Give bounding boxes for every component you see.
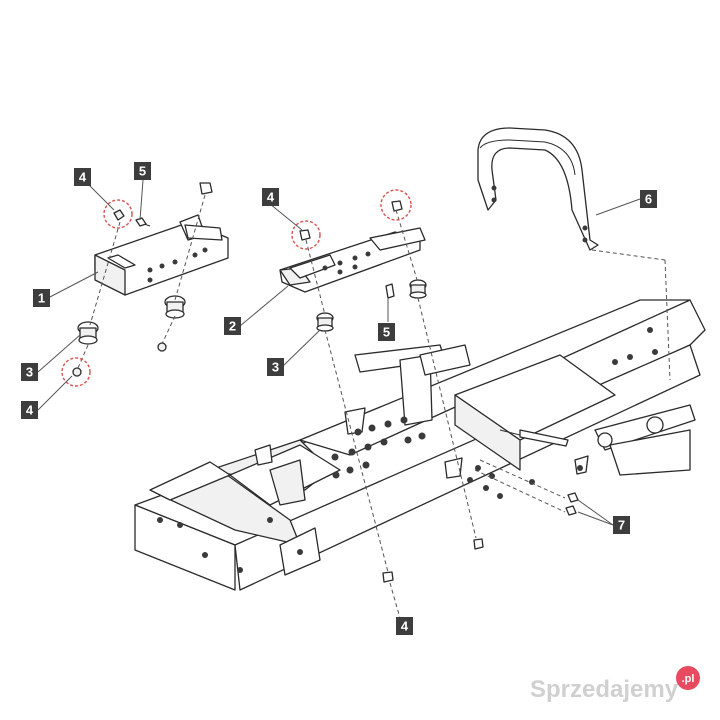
roll-bar-part-6 — [477, 127, 599, 251]
svg-text:7: 7 — [618, 518, 625, 533]
callout-label: 2 — [224, 317, 241, 335]
svg-text:.pl: .pl — [682, 673, 695, 685]
callout-label: 5 — [378, 323, 395, 341]
highlight-circle — [291, 220, 321, 250]
highlight-circles — [61, 189, 412, 387]
mount-left — [72, 182, 213, 377]
leader-lines — [37, 179, 641, 526]
svg-text:3: 3 — [26, 365, 33, 380]
callout-labels: 1 2 3 3 4 4 4 4 — [21, 162, 657, 635]
svg-text:4: 4 — [401, 619, 409, 634]
highlight-circle — [103, 199, 133, 229]
callout-label: 5 — [134, 162, 151, 180]
callout-label: 7 — [613, 516, 630, 534]
callout-label: 4 — [262, 188, 279, 206]
mount-middle — [299, 200, 579, 583]
callout-label: 1 — [33, 289, 50, 307]
callout-label: 4 — [396, 617, 413, 635]
watermark-logo: Sprzedajemy .pl — [530, 666, 700, 703]
svg-text:4: 4 — [79, 170, 87, 185]
highlight-circle — [61, 357, 91, 387]
svg-text:2: 2 — [229, 319, 236, 334]
svg-text:6: 6 — [645, 192, 652, 207]
svg-text:4: 4 — [267, 190, 275, 205]
watermark-badge — [676, 666, 700, 690]
callout-label: 3 — [21, 363, 38, 381]
svg-text:3: 3 — [272, 360, 279, 375]
callout-label: 6 — [640, 190, 657, 208]
svg-text:Sprzedajemy: Sprzedajemy — [530, 676, 679, 703]
bracket-part-1 — [94, 214, 229, 296]
highlight-circle — [380, 189, 412, 221]
assembly-lines — [77, 194, 671, 619]
svg-text:5: 5 — [383, 325, 390, 340]
callout-label: 4 — [74, 168, 91, 186]
svg-text:1: 1 — [38, 291, 45, 306]
svg-text:5: 5 — [139, 164, 146, 179]
callout-label: 4 — [21, 401, 38, 419]
svg-text:4: 4 — [26, 403, 34, 418]
chassis-frame — [134, 299, 706, 591]
callout-label: 3 — [267, 358, 284, 376]
frame-holes — [157, 327, 658, 573]
